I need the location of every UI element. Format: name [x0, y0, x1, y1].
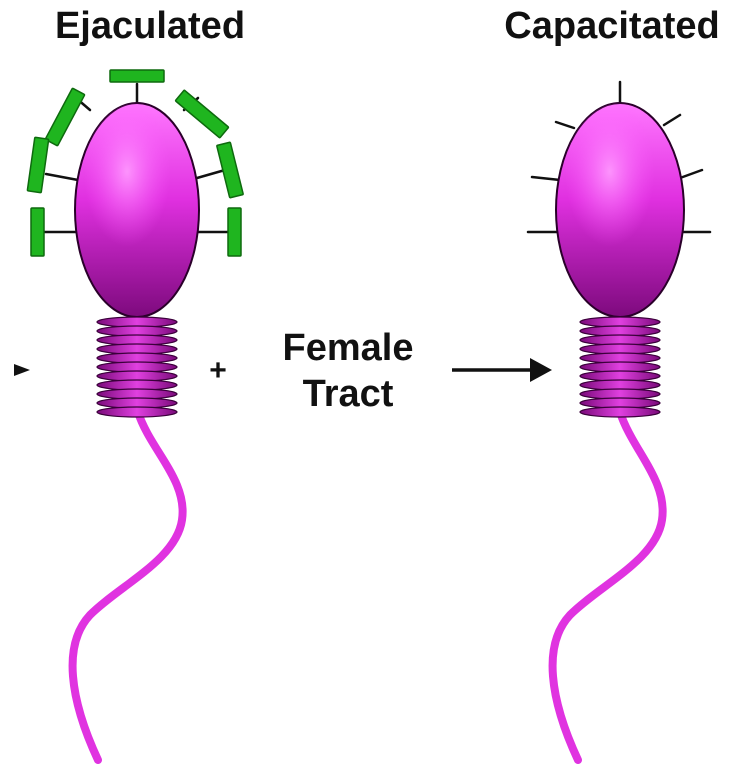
capacitated-head-shine [556, 103, 684, 317]
ejaculated-title: Ejaculated [55, 5, 245, 47]
plus-sign: + [209, 354, 227, 387]
ejaculated-midpiece [97, 317, 177, 417]
ejaculated-head-shine [75, 103, 199, 317]
left-arrowhead-icon [14, 364, 30, 376]
capacitated-midpiece [580, 317, 660, 417]
female-label: Female [283, 327, 414, 369]
capacitated-tail [553, 412, 663, 760]
capacitated-sperm [528, 82, 710, 760]
ejaculated-tail [73, 412, 183, 760]
capacitated-title: Capacitated [504, 5, 719, 47]
tract-label: Tract [303, 373, 394, 415]
right-arrow-icon [452, 358, 552, 382]
ejaculated-sperm [27, 70, 243, 760]
